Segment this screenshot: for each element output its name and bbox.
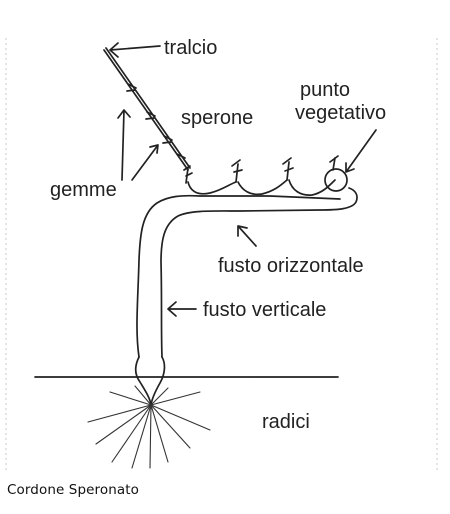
- label-tralcio: tralcio: [164, 37, 217, 59]
- roots: [87, 385, 211, 469]
- shoot-line-left: [103, 49, 189, 171]
- spur-4: [329, 155, 339, 171]
- spur-bump-3: [288, 179, 336, 196]
- gemma-3: [162, 135, 173, 144]
- arrow-fusto-orizzontale: [237, 225, 257, 247]
- label-radici: radici: [262, 411, 310, 433]
- spur-3: [282, 157, 294, 181]
- punto-vegetativo-circle: [324, 168, 348, 192]
- gemma-2: [145, 111, 156, 120]
- label-gemme: gemme: [50, 179, 117, 201]
- arrow-punto-vegetativo: [345, 129, 377, 173]
- arrow-gemme-2: [131, 144, 159, 181]
- label-fusto-orizzontale: fusto orizzontale: [218, 255, 364, 277]
- spur-bump-1: [187, 181, 237, 195]
- cordon-outer-edge: [136, 194, 341, 358]
- arrow-tralcio: [109, 42, 161, 58]
- shoot-line-right: [105, 47, 191, 169]
- spur-bump-2: [237, 179, 288, 196]
- label-sperone: sperone: [181, 107, 253, 129]
- arrow-fusto-verticale: [167, 301, 197, 317]
- tralcio-shoot: [103, 47, 191, 171]
- caption: Cordone Speronato: [7, 482, 140, 498]
- spur-2: [231, 159, 243, 183]
- label-fusto-verticale: fusto verticale: [203, 299, 326, 321]
- annotation-arrows: [109, 42, 377, 317]
- arrow-gemme-1: [117, 109, 131, 181]
- label-vegetativo: vegetativo: [295, 102, 386, 124]
- cordon-inner-edge: [160, 187, 358, 358]
- vine-trunk-and-cordon: [134, 179, 358, 406]
- spurs: [183, 155, 339, 184]
- gemma-1: [126, 83, 137, 92]
- gemma-4: [176, 153, 186, 159]
- trunk-collar: [134, 356, 166, 406]
- label-punto: punto: [300, 79, 350, 101]
